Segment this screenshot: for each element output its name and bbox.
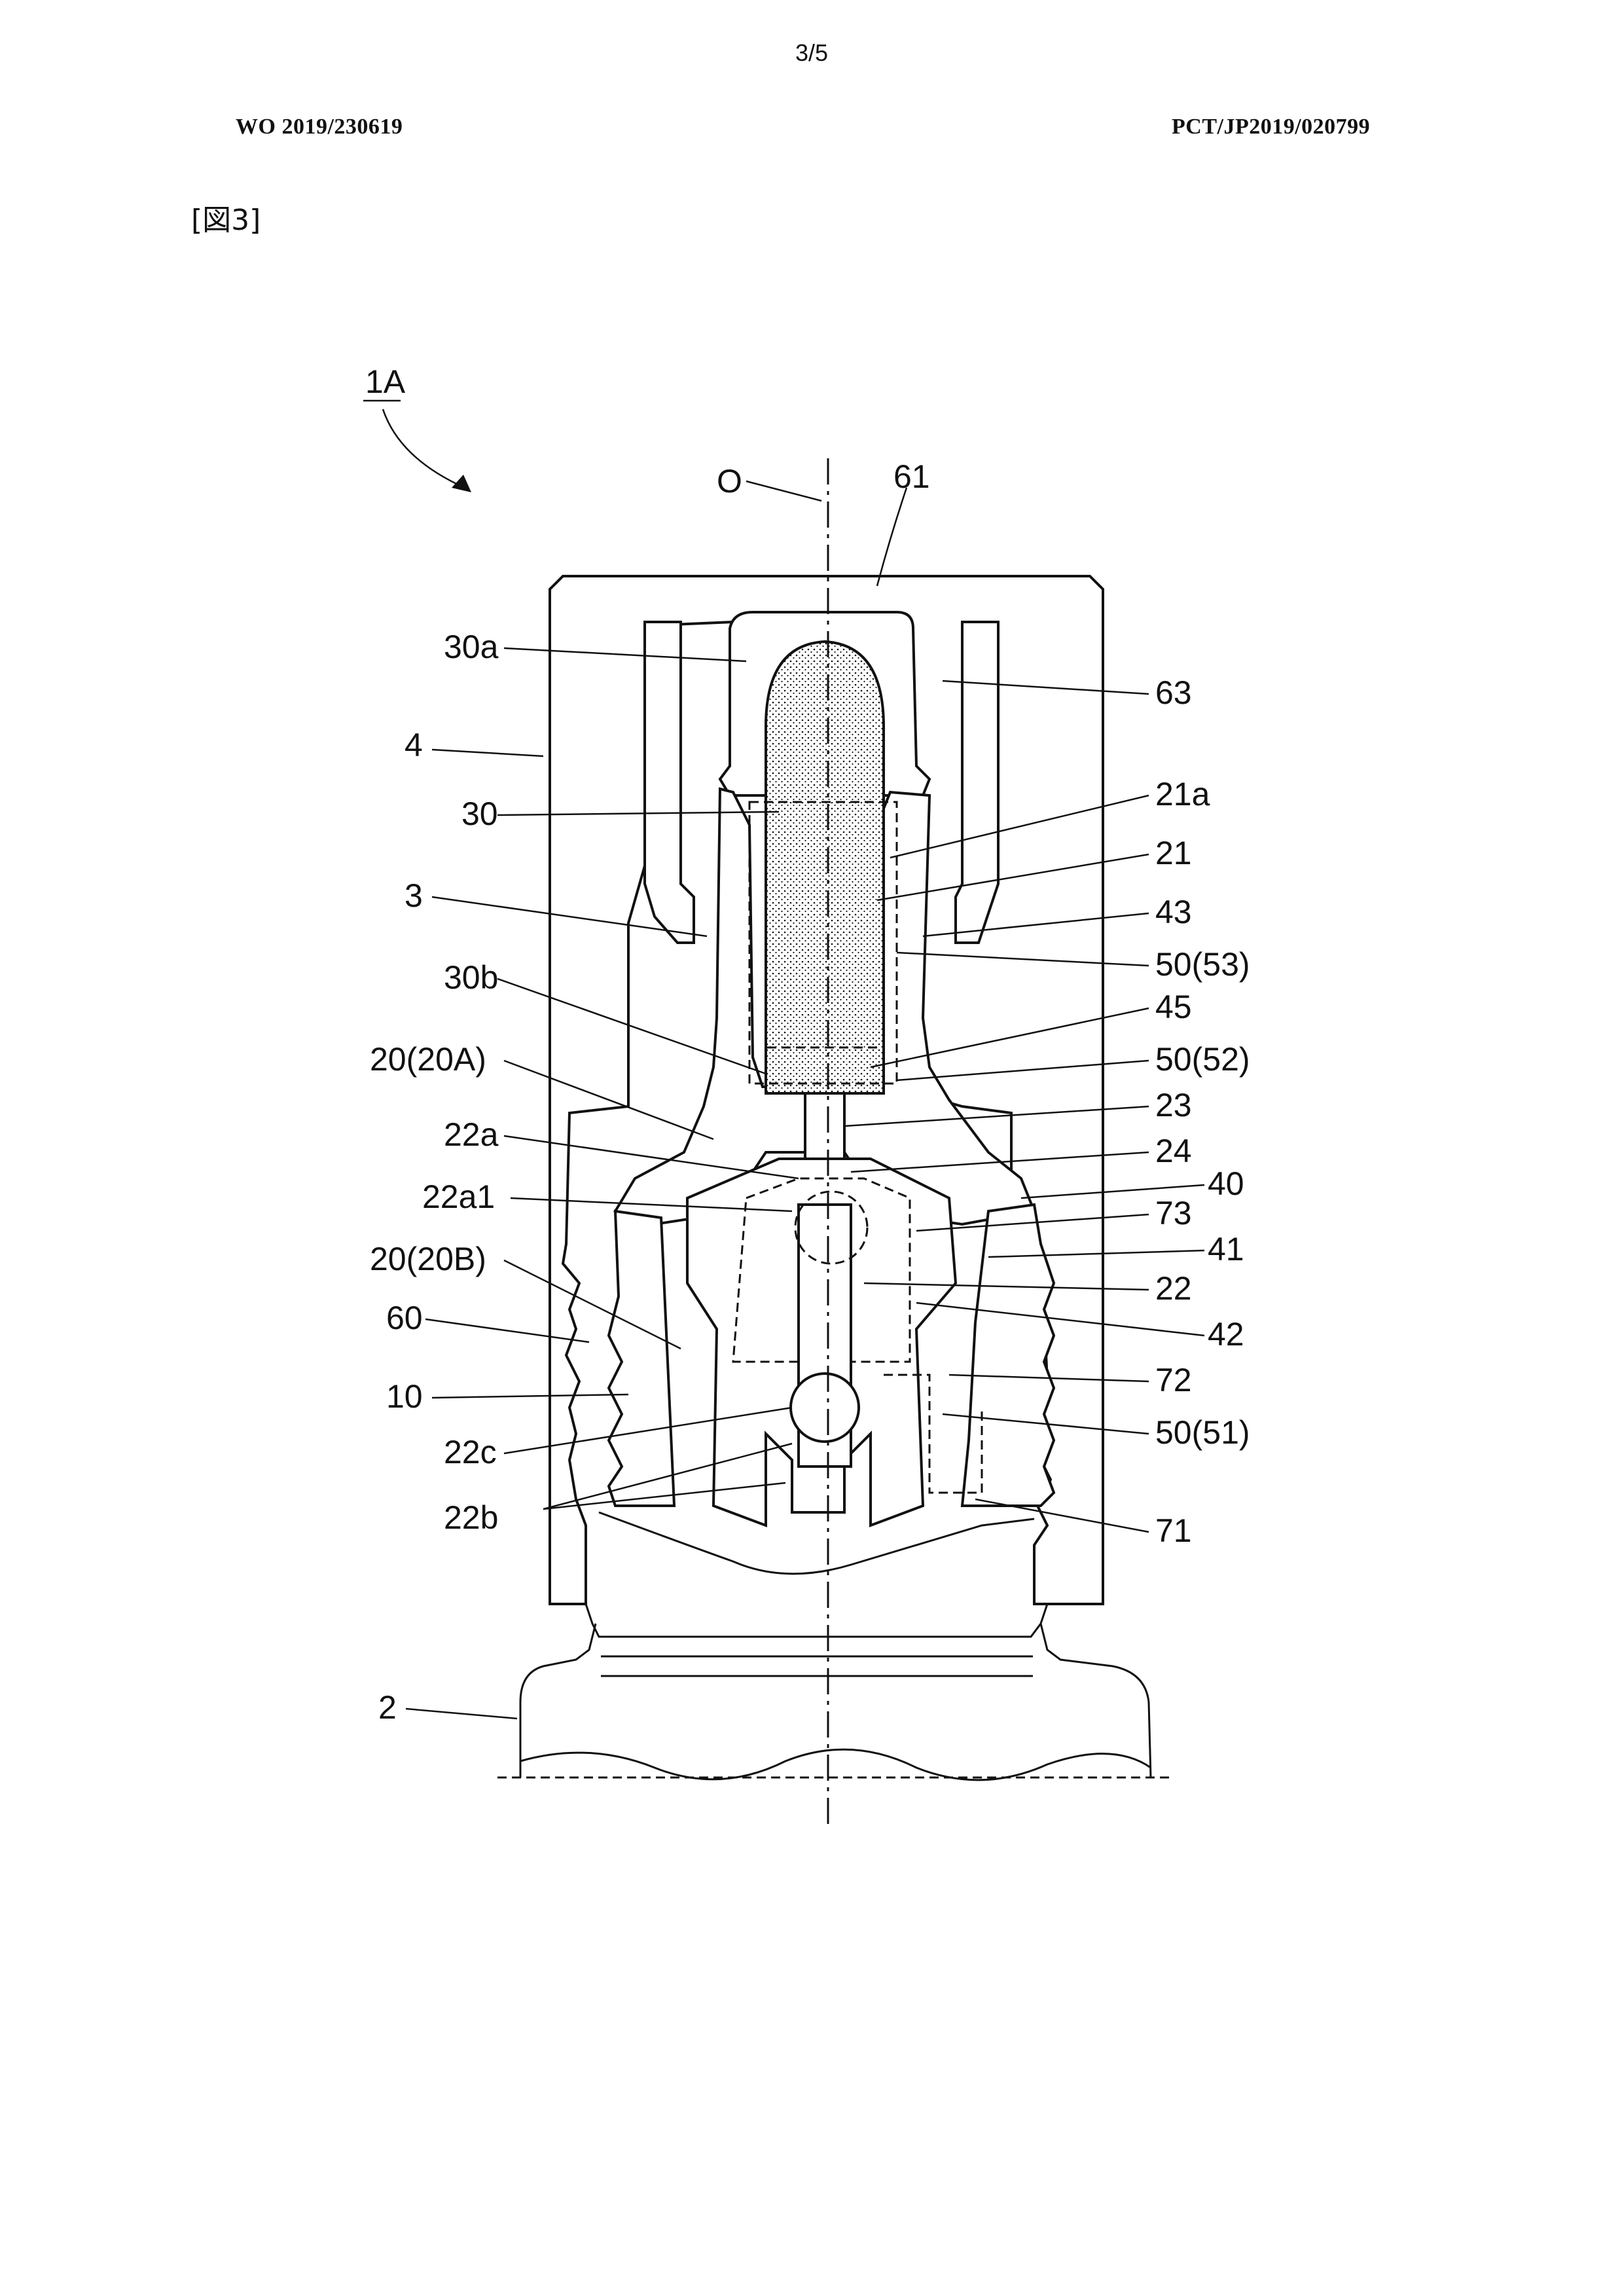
ref-label-60: 60 bbox=[386, 1300, 423, 1336]
ref-label-41: 41 bbox=[1208, 1231, 1244, 1267]
ref-label-23: 23 bbox=[1155, 1087, 1192, 1123]
ref-label-22c: 22c bbox=[444, 1434, 497, 1470]
ref-label-21a: 21a bbox=[1155, 776, 1210, 812]
ref-label-30b: 30b bbox=[444, 959, 498, 996]
axis-label: O bbox=[717, 463, 742, 500]
ref-label-71: 71 bbox=[1155, 1512, 1192, 1549]
ref-label-20-20A: 20(20A) bbox=[370, 1041, 486, 1078]
ref-label-30a: 30a bbox=[444, 629, 499, 665]
ref-label-40: 40 bbox=[1208, 1165, 1244, 1202]
cap-inner-slot-left bbox=[645, 622, 694, 943]
collar-left bbox=[609, 1211, 674, 1506]
container-neck-left bbox=[586, 1604, 1047, 1637]
ref-label-24: 24 bbox=[1155, 1133, 1192, 1169]
container-neck bbox=[599, 1512, 1034, 1574]
ref-label-50-51: 50(51) bbox=[1155, 1414, 1250, 1451]
ref-label-22a: 22a bbox=[444, 1116, 499, 1153]
cap-inner-slot-right bbox=[956, 622, 998, 943]
ref-label-73: 73 bbox=[1155, 1195, 1192, 1231]
ref-label-45: 45 bbox=[1155, 989, 1192, 1025]
ref-label-4: 4 bbox=[405, 727, 423, 763]
ref-label-22: 22 bbox=[1155, 1270, 1192, 1307]
ref-label-20-20B: 20(20B) bbox=[370, 1241, 486, 1277]
ref-label-72: 72 bbox=[1155, 1362, 1192, 1398]
ref-label-21: 21 bbox=[1155, 835, 1192, 871]
axis-leader bbox=[746, 481, 821, 501]
assembly-label: 1A bbox=[365, 363, 406, 400]
ref-label-2: 2 bbox=[378, 1689, 397, 1726]
ref-label-50-53: 50(53) bbox=[1155, 946, 1250, 983]
ref-label-50-52: 50(52) bbox=[1155, 1041, 1250, 1078]
collar-right bbox=[962, 1205, 1054, 1506]
ref-label-61: 61 bbox=[893, 458, 930, 495]
ref-label-22a1: 22a1 bbox=[422, 1178, 495, 1215]
valve-ball bbox=[791, 1374, 859, 1442]
ref-label-10: 10 bbox=[386, 1378, 423, 1415]
ref-label-3: 3 bbox=[405, 877, 423, 914]
container-break-line bbox=[520, 1749, 1151, 1780]
ref-label-43: 43 bbox=[1155, 894, 1192, 930]
ref-label-22b: 22b bbox=[444, 1499, 498, 1536]
ref-label-63: 63 bbox=[1155, 674, 1192, 711]
assembly-arrow bbox=[383, 409, 465, 488]
ref-label-42: 42 bbox=[1208, 1316, 1244, 1353]
ref-label-30: 30 bbox=[461, 795, 498, 832]
applicator-tip bbox=[766, 642, 884, 1093]
